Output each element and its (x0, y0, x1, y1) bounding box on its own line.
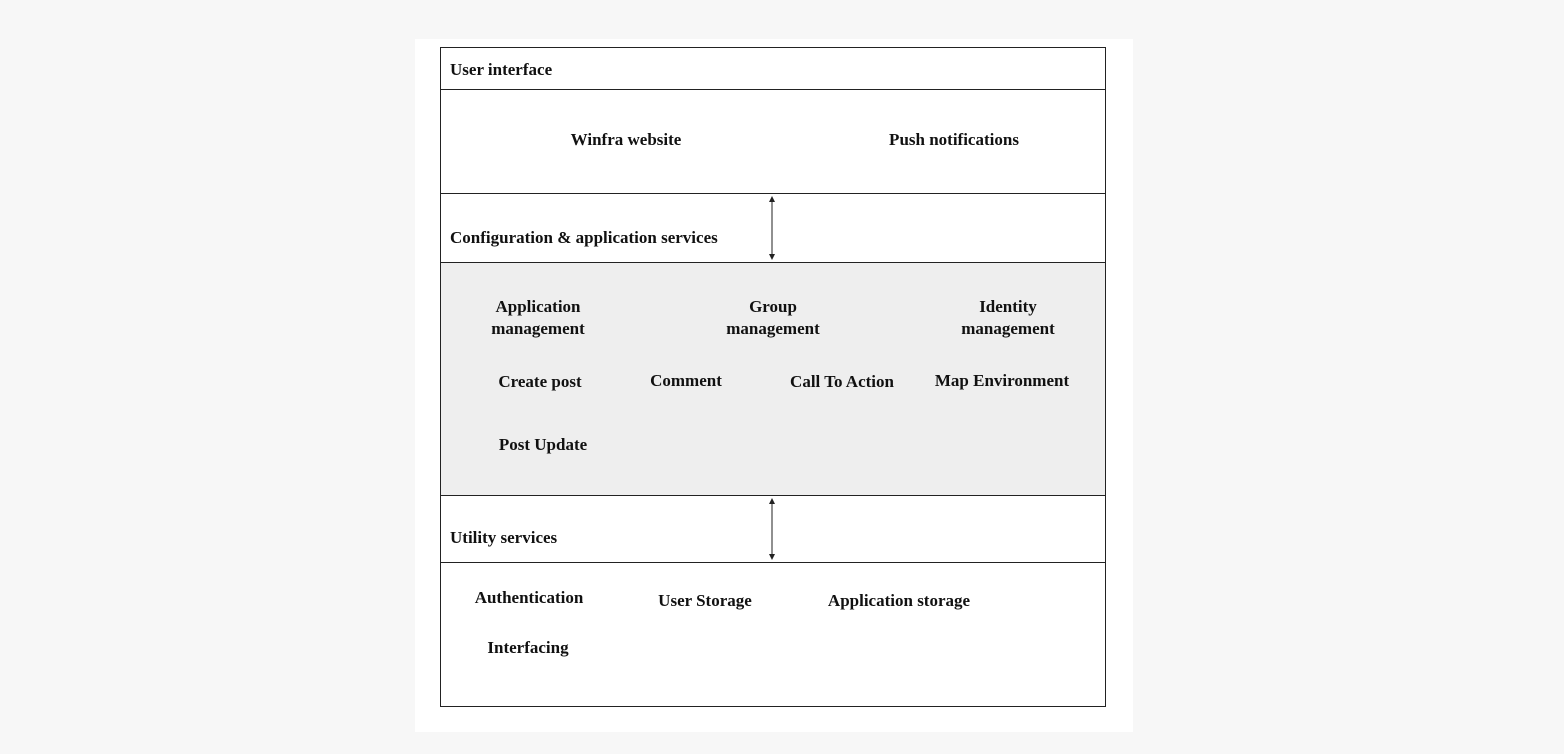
ui-layer-title: User interface (450, 60, 553, 79)
utility-layer-box (440, 562, 1106, 707)
config-item-call-to-action: Call To Action (790, 372, 894, 391)
utility-item-application-storage: Application storage (827, 591, 971, 610)
config-item-group-management-line2: management (726, 319, 820, 338)
config-item-comment: Comment (650, 371, 722, 390)
config-item-group-management-line1: Group (749, 297, 797, 316)
config-item-identity-management-line2: management (961, 319, 1055, 338)
config-item-application-management-line1: Application (495, 297, 581, 316)
utility-item-authentication: Authentication (474, 588, 584, 607)
config-item-identity-management-line1: Identity (979, 297, 1037, 316)
config-item-application-management-line2: management (491, 319, 585, 338)
utility-item-user-storage: User Storage (658, 591, 752, 610)
config-item-create-post: Create post (498, 372, 582, 391)
config-item-post-update: Post Update (498, 435, 588, 454)
config-item-map-environment: Map Environment (934, 371, 1070, 390)
config-layer-title: Configuration & application services (450, 228, 718, 247)
config-layer-box (440, 262, 1106, 496)
utility-layer-title: Utility services (450, 528, 558, 547)
utility-item-interfacing: Interfacing (487, 638, 569, 657)
ui-layer-box (440, 89, 1106, 194)
ui-item-push-notifications: Push notifications (889, 130, 1019, 149)
ui-item-website: Winfra website (570, 130, 682, 149)
